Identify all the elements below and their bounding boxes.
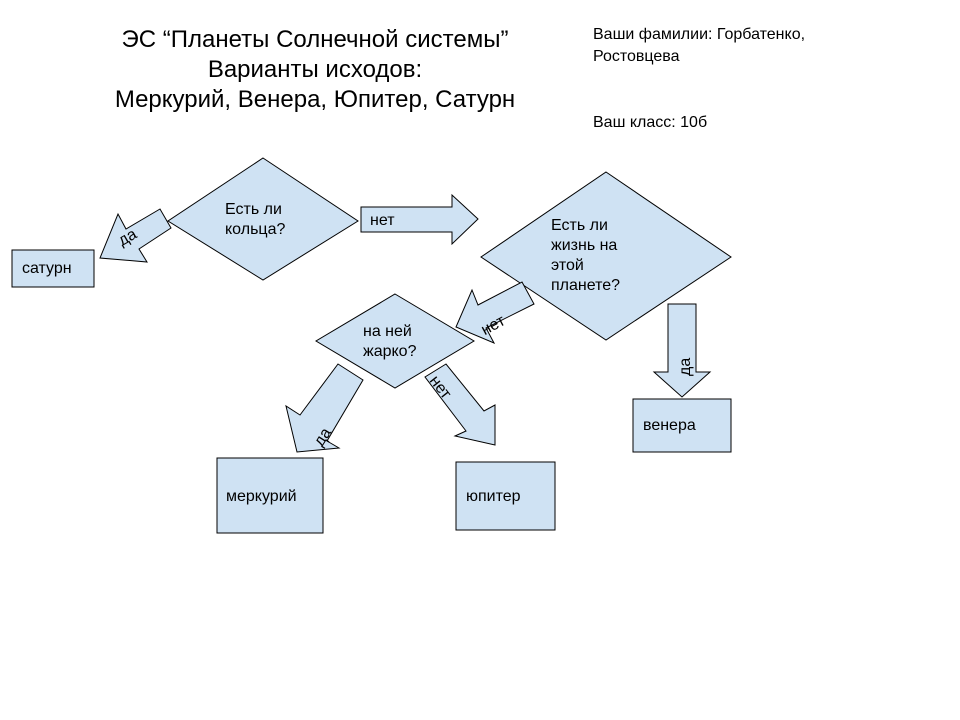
- surnames-line-2: Ростовцева: [593, 48, 680, 65]
- arrow-rings-no: [360, 193, 479, 246]
- outcome-saturn-box: [11, 249, 95, 288]
- decision-rings-line-2: кольца?: [225, 221, 286, 238]
- decision-life-line-3: этой: [551, 257, 584, 274]
- decision-hot-line-1: на ней: [363, 323, 412, 340]
- diagram-title: ЭС “Планеты Солнечной системы” Варианты …: [60, 25, 570, 115]
- outcome-saturn-label: сатурн: [22, 260, 72, 277]
- decision-rings-line-1: Есть ли: [225, 201, 282, 218]
- decision-life-line-1: Есть ли: [551, 217, 608, 234]
- decision-life-line-4: планете?: [551, 277, 621, 294]
- arrow-life-yes-label: да: [677, 357, 694, 376]
- decision-hot-line-2: жарко?: [363, 343, 417, 360]
- decision-hot-diamond: [315, 293, 475, 389]
- arrow-rings-yes: [99, 208, 172, 263]
- decision-hot-text: на ней жарко?: [363, 322, 416, 362]
- outcome-mercury-label: меркурий: [226, 488, 297, 505]
- surnames-info: Ваши фамилии: Горбатенко, Ростовцева: [593, 24, 805, 68]
- decision-life-diamond: [480, 171, 732, 341]
- arrow-life-no: [455, 281, 535, 345]
- decision-rings-diamond: [167, 157, 359, 281]
- surnames-line-1: Ваши фамилии: Горбатенко,: [593, 26, 806, 43]
- outcome-jupiter-box: [455, 461, 556, 531]
- title-line-1: ЭС “Планеты Солнечной системы”: [121, 26, 509, 53]
- title-line-3: Меркурий, Венера, Юпитер, Сатурн: [114, 86, 516, 113]
- outcome-venus-box: [632, 398, 732, 453]
- outcome-venus-label: венера: [643, 417, 696, 434]
- arrow-life-yes: [652, 303, 712, 398]
- decision-rings-text: Есть ли кольца?: [225, 200, 285, 240]
- outcome-jupiter-label: юпитер: [466, 488, 521, 505]
- outcome-mercury-box: [216, 457, 324, 534]
- decision-life-line-2: жизнь на: [551, 237, 618, 254]
- arrow-rings-no-label: нет: [370, 212, 395, 229]
- title-line-2: Варианты исходов:: [207, 56, 423, 83]
- class-info: Ваш класс: 10б: [593, 114, 708, 131]
- decision-life-text: Есть ли жизнь на этой планете?: [551, 216, 620, 296]
- arrow-hot-no: [424, 363, 496, 446]
- arrow-hot-yes: [285, 363, 364, 453]
